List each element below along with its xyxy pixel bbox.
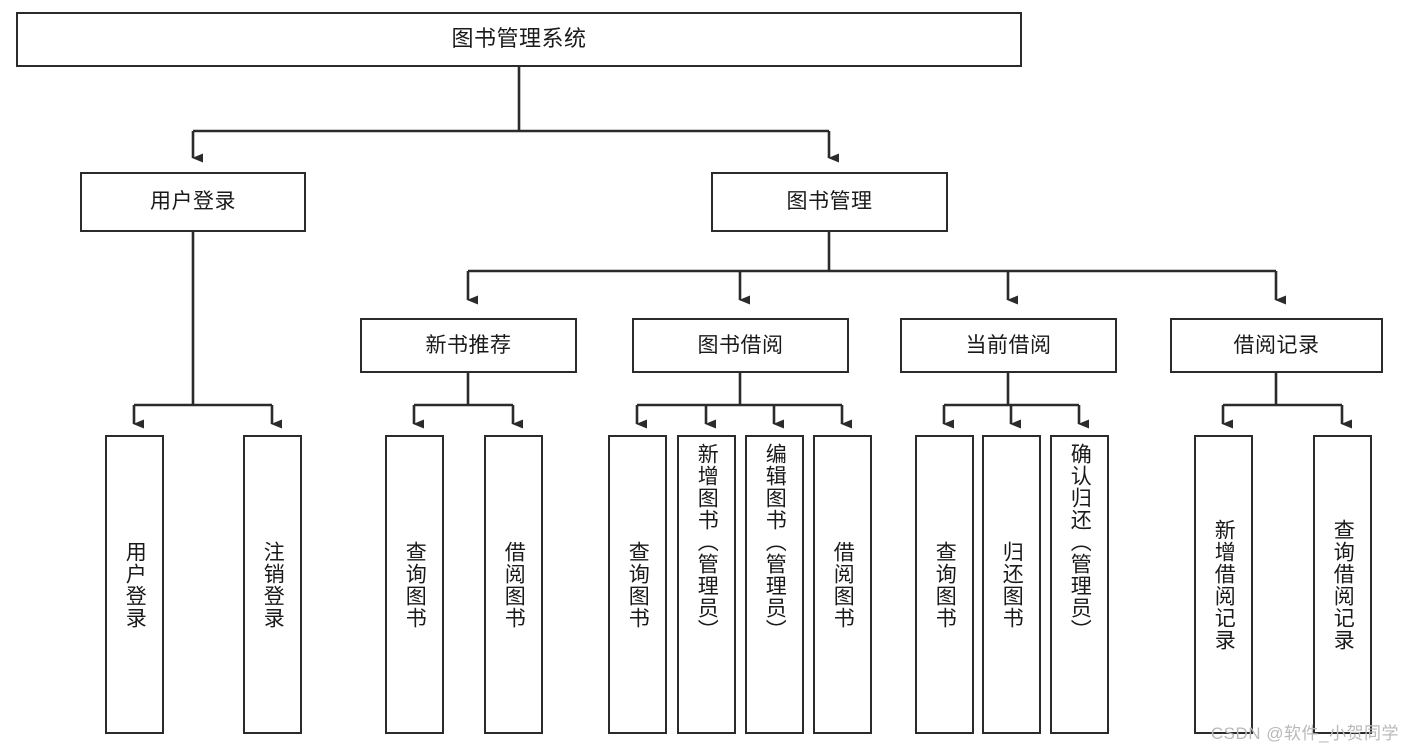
node-label: 查询图书 bbox=[626, 540, 650, 629]
node-label: 用户登录 bbox=[150, 190, 236, 214]
leaf-borrow-book[interactable]: 借阅图书 bbox=[813, 435, 872, 734]
node-current-borrow[interactable]: 当前借阅 bbox=[900, 318, 1117, 373]
node-label: 归还图书 bbox=[1000, 540, 1024, 629]
leaf-query-borrow-record[interactable]: 查询借阅记录 bbox=[1313, 435, 1372, 734]
node-label: 新书推荐 bbox=[425, 333, 512, 357]
leaf-add-book-admin[interactable]: 新增图书（管理员） bbox=[677, 435, 736, 734]
node-label: 图书管理 bbox=[786, 190, 873, 214]
node-label: 查询借阅记录 bbox=[1331, 518, 1355, 651]
node-label: 注销登录 bbox=[261, 540, 285, 629]
node-label: 查询图书 bbox=[403, 540, 427, 629]
node-label: 借阅图书 bbox=[502, 540, 526, 629]
leaf-user-login[interactable]: 用户登录 bbox=[105, 435, 164, 734]
node-label: 图书管理系统 bbox=[451, 26, 587, 52]
leaf-add-borrow-record[interactable]: 新增借阅记录 bbox=[1194, 435, 1253, 734]
node-label: 确认归还（管理员） bbox=[1068, 443, 1092, 641]
node-user-login[interactable]: 用户登录 bbox=[80, 172, 306, 232]
node-label: 查询图书 bbox=[933, 540, 957, 629]
watermark: CSDN @软件_小贺同学 bbox=[1210, 724, 1399, 743]
leaf-query-book-recommend[interactable]: 查询图书 bbox=[385, 435, 444, 734]
leaf-borrow-book-recommend[interactable]: 借阅图书 bbox=[484, 435, 543, 734]
node-label: 借阅图书 bbox=[831, 540, 855, 629]
node-label: 当前借阅 bbox=[965, 333, 1052, 357]
leaf-return-book[interactable]: 归还图书 bbox=[982, 435, 1041, 734]
node-borrow-record[interactable]: 借阅记录 bbox=[1170, 318, 1383, 373]
node-new-book-recommend[interactable]: 新书推荐 bbox=[360, 318, 577, 373]
leaf-query-book-borrow[interactable]: 查询图书 bbox=[608, 435, 667, 734]
node-label: 图书借阅 bbox=[697, 333, 784, 357]
node-root-system[interactable]: 图书管理系统 bbox=[16, 12, 1022, 67]
node-label: 用户登录 bbox=[123, 540, 147, 629]
node-book-management[interactable]: 图书管理 bbox=[711, 172, 948, 232]
leaf-confirm-return-admin[interactable]: 确认归还（管理员） bbox=[1050, 435, 1109, 734]
node-book-borrow[interactable]: 图书借阅 bbox=[632, 318, 849, 373]
leaf-logout-login[interactable]: 注销登录 bbox=[243, 435, 302, 734]
node-label: 新增借阅记录 bbox=[1212, 518, 1236, 651]
node-label: 新增图书（管理员） bbox=[695, 443, 719, 641]
leaf-query-book-current[interactable]: 查询图书 bbox=[915, 435, 974, 734]
node-label: 借阅记录 bbox=[1233, 333, 1320, 357]
node-label: 编辑图书（管理员） bbox=[763, 443, 787, 641]
leaf-edit-book-admin[interactable]: 编辑图书（管理员） bbox=[745, 435, 804, 734]
